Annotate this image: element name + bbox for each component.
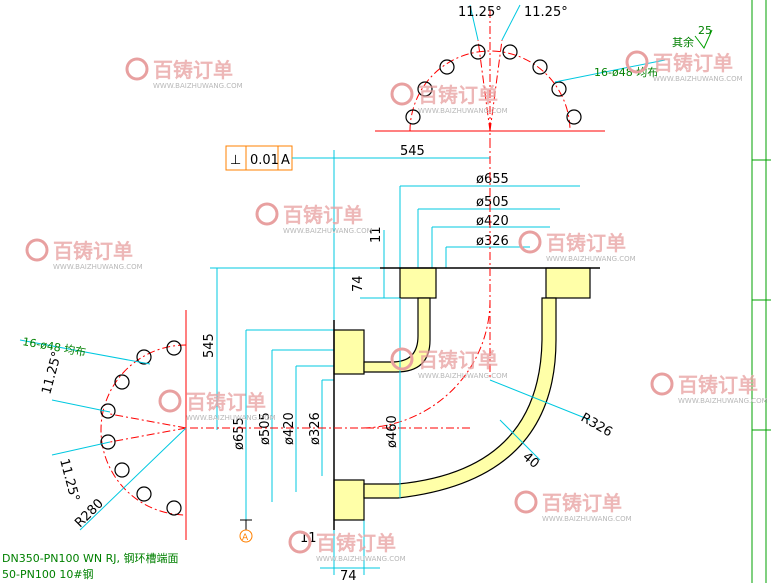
watermarks: 百铸订单 WWW.BAIZHUWANG.COM 百铸订单 WWW.BAIZHUW… <box>25 50 768 563</box>
dim-74-bottom: 74 <box>340 569 357 583</box>
tolerance-datum: A <box>281 153 290 168</box>
top-dimensions: 545 ø655 ø505 ø420 ø326 74 11 <box>333 144 580 330</box>
watermark-brand: 百铸订单 <box>316 531 396 555</box>
left-bolt-pattern: 16-ø48 均布 11.25° 11.25° R280 <box>19 310 187 540</box>
watermark-url: WWW.BAIZHUWANG.COM <box>678 397 768 405</box>
roughness-note: 其余 <box>672 35 694 49</box>
watermark-url: WWW.BAIZHUWANG.COM <box>418 107 508 115</box>
watermark-brand: 百铸订单 <box>186 390 266 414</box>
drawing-frame <box>751 0 771 583</box>
dim-d326-top: ø326 <box>476 234 509 249</box>
watermark: 百铸订单 WWW.BAIZHUWANG.COM <box>514 490 632 523</box>
datum-label: A <box>242 533 249 543</box>
dim-545-horizontal: 545 <box>400 144 425 159</box>
watermark-brand: 百铸订单 <box>53 239 133 263</box>
dim-d326-left: ø326 <box>308 412 323 445</box>
watermark: 百铸订单 WWW.BAIZHUWANG.COM <box>288 530 406 563</box>
notes: DN350-PN100 WN RJ, 钢环槽端面 50-PN100 10#钢 <box>2 552 179 581</box>
watermark: 百铸订单 WWW.BAIZHUWANG.COM <box>518 230 636 263</box>
watermark-brand: 百铸订单 <box>546 231 626 255</box>
top-hole-note: 16-ø48 均布 <box>594 66 658 79</box>
watermark-brand: 百铸订单 <box>418 348 498 372</box>
dim-545-vertical: 545 <box>202 333 217 358</box>
watermark-brand: 百铸订单 <box>678 373 758 397</box>
top-angle-2: 11.25° <box>524 5 568 20</box>
watermark: 百铸订单 WWW.BAIZHUWANG.COM <box>255 202 373 235</box>
elbow-section: ø460 R326 40 <box>190 140 615 530</box>
watermark-brand: 百铸订单 <box>283 203 363 227</box>
watermark: 百铸订单 WWW.BAIZHUWANG.COM <box>25 238 143 271</box>
dim-d505-left: ø505 <box>258 412 273 445</box>
dim-11-top: 11 <box>369 226 384 243</box>
left-angle-2: 11.25° <box>56 457 82 503</box>
watermark: 百铸订单 WWW.BAIZHUWANG.COM <box>625 50 743 83</box>
watermark-brand: 百铸订单 <box>153 58 233 82</box>
dim-d505-top: ø505 <box>476 195 509 210</box>
watermark: 百铸订单 WWW.BAIZHUWANG.COM <box>390 347 508 380</box>
watermark-url: WWW.BAIZHUWANG.COM <box>316 555 406 563</box>
watermark: 百铸订单 WWW.BAIZHUWANG.COM <box>125 57 243 90</box>
watermark-brand: 百铸订单 <box>418 83 498 107</box>
dim-40: 40 <box>519 450 541 472</box>
left-radius: R280 <box>72 496 107 531</box>
left-angle-1: 11.25° <box>39 350 65 396</box>
note-line-2: 50-PN100 10#钢 <box>2 568 94 581</box>
note-line-1: DN350-PN100 WN RJ, 钢环槽端面 <box>2 552 179 565</box>
top-angle-1: 11.25° <box>458 5 502 20</box>
tolerance-value: 0.01 <box>250 153 279 168</box>
roughness-value: 25 <box>698 24 712 37</box>
watermark: 百铸订单 WWW.BAIZHUWANG.COM <box>390 82 508 115</box>
dim-d420-left: ø420 <box>282 412 297 445</box>
watermark-url: WWW.BAIZHUWANG.COM <box>153 82 243 90</box>
watermark-url: WWW.BAIZHUWANG.COM <box>546 255 636 263</box>
dim-d655-left: ø655 <box>232 417 247 450</box>
watermark: 百铸订单 WWW.BAIZHUWANG.COM <box>650 372 768 405</box>
dim-74-top: 74 <box>351 275 366 292</box>
tolerance-frame: ⊥ 0.01 A <box>225 145 334 171</box>
watermark-url: WWW.BAIZHUWANG.COM <box>653 75 743 83</box>
watermark-brand: 百铸订单 <box>653 51 733 75</box>
watermark-url: WWW.BAIZHUWANG.COM <box>53 263 143 271</box>
watermark-url: WWW.BAIZHUWANG.COM <box>418 372 508 380</box>
watermark-url: WWW.BAIZHUWANG.COM <box>542 515 632 523</box>
watermark: 百铸订单 WWW.BAIZHUWANG.COM <box>158 389 276 422</box>
dim-d655-top: ø655 <box>476 172 509 187</box>
tolerance-symbol: ⊥ <box>230 153 241 168</box>
watermark-url: WWW.BAIZHUWANG.COM <box>283 227 373 235</box>
dim-d420-top: ø420 <box>476 214 509 229</box>
watermark-url: WWW.BAIZHUWANG.COM <box>186 414 276 422</box>
dim-r326: R326 <box>578 410 615 440</box>
left-dimensions: 545 ø655 ø505 ø420 ø326 A 74 11 <box>202 267 400 583</box>
watermark-brand: 百铸订单 <box>542 491 622 515</box>
dim-d460: ø460 <box>385 415 400 448</box>
